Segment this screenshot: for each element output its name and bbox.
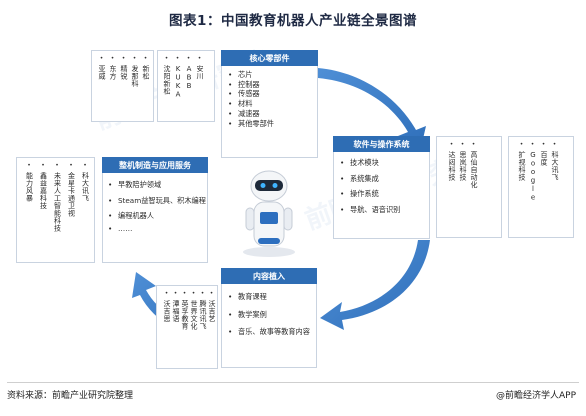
company-name: 达闼科技 xyxy=(448,151,456,181)
company-name: 科大讯飞 xyxy=(81,172,90,202)
robot-illustration xyxy=(243,170,295,257)
core-components-list: •芯片 •控制器 •传感器 •材料 •减速器 •其他零部件 xyxy=(228,70,316,128)
list-item: •控制器 xyxy=(228,79,260,89)
company-name: 发那科 xyxy=(131,65,139,88)
software-companies-2: •扩视科技 •Google •百度 •科大讯飞 xyxy=(518,141,559,203)
core-components-box xyxy=(221,50,318,158)
company-name: 未来人工智能科技 xyxy=(53,172,62,232)
software-box xyxy=(333,136,430,239)
list-item: •导航、语音识别 xyxy=(340,205,401,215)
company-name: 科大讯飞 xyxy=(551,151,559,181)
list-item: •音乐、故事等教育内容 xyxy=(228,327,310,337)
company-name: 扩视科技 xyxy=(518,151,526,181)
source-note: 资料来源：前瞻产业研究院整理 xyxy=(7,391,134,401)
core-companies-box-1 xyxy=(91,50,154,122)
arrow-bottom-right xyxy=(320,240,430,330)
list-item: •材料 xyxy=(228,99,253,109)
software-companies-box-1 xyxy=(436,136,502,238)
content-list: •教育课程 •教学案例 •音乐、故事等教育内容 xyxy=(228,292,316,337)
company-name: 世界文化 xyxy=(190,300,198,330)
list-item: •芯片 xyxy=(228,70,253,79)
manufacture-list: •早教陪护领域 •Steam益智玩具、积木编程 •编程机器人 •…… xyxy=(108,180,206,234)
manufacture-header: 整机制造与应用服务 xyxy=(102,157,208,173)
list-item: •系统集成 xyxy=(340,173,379,183)
company-name: 百度 xyxy=(540,151,548,166)
company-name: 鑫益嘉科技 xyxy=(39,172,48,210)
company-name: 高仙自动化 xyxy=(470,151,478,189)
list-item: •Steam益智玩具、积木编程 xyxy=(108,195,206,205)
company-name: 腾讯讯飞 xyxy=(199,300,207,330)
list-item: •技术模块 xyxy=(340,158,379,167)
list-item: •减速器 xyxy=(228,108,260,118)
company-name: 潭福语 xyxy=(172,300,180,323)
company-name: 能力风暴 xyxy=(25,172,34,202)
company-name: 新松 xyxy=(142,65,150,80)
footer-divider xyxy=(7,382,579,383)
page-title: 图表1：中国教育机器人产业链全景图谱 xyxy=(169,13,417,29)
company-name: Google xyxy=(529,151,537,202)
content-companies: •沃吉思 •潭福语 •英孚教育 •世界文化 •腾讯讯飞 •沃吉艺 xyxy=(163,290,216,331)
list-item: •传感器 xyxy=(228,89,260,99)
company-name: ABB xyxy=(185,65,193,91)
core-companies-1: •亚威 •东方 •精锐 •发那科 •新松 xyxy=(98,55,150,88)
company-name: 安川 xyxy=(196,65,204,80)
list-item: •早教陪护领域 xyxy=(108,180,162,189)
company-name: 亚威 xyxy=(98,65,106,80)
manufacture-companies: •能力风暴 •鑫益嘉科技 •未来人工智能科技 •金星卡通卫视 •科大讯飞 xyxy=(25,162,90,233)
company-name: 思岚科技 xyxy=(459,151,467,181)
company-name: 东方 xyxy=(109,65,117,80)
list-item: •教育课程 xyxy=(228,292,267,301)
list-item: •编程机器人 xyxy=(108,211,154,221)
company-name: 沃吉思 xyxy=(163,300,171,323)
company-name: 精锐 xyxy=(120,65,128,80)
brand-text: @前瞻经济学人APP xyxy=(495,391,576,401)
list-item: •操作系统 xyxy=(340,189,379,199)
software-header: 软件与操作系统 xyxy=(333,136,430,152)
software-companies-box-2 xyxy=(508,136,574,238)
content-header: 内容植入 xyxy=(221,268,317,284)
manufacture-box xyxy=(102,157,208,263)
manufacture-companies-box xyxy=(16,157,95,263)
core-companies-2: •沈阳新松 •KUKA •ABB •安川 xyxy=(163,55,204,100)
list-item: •…… xyxy=(108,224,133,234)
content-box xyxy=(221,268,317,368)
company-name: 金星卡通卫视 xyxy=(67,172,76,217)
company-name: 沃吉艺 xyxy=(208,300,216,323)
core-components-header: 核心零部件 xyxy=(221,50,318,66)
company-name: 英孚教育 xyxy=(181,300,189,330)
company-name: KUKA xyxy=(174,65,182,99)
list-item: •其他零部件 xyxy=(228,118,274,128)
brand-credit: @前瞻经济学人APP xyxy=(496,388,576,401)
core-companies-box-2 xyxy=(157,50,215,122)
company-name: 沈阳新松 xyxy=(163,65,171,95)
software-companies-1: •达闼科技 •思岚科技 •高仙自动化 xyxy=(448,141,478,189)
content-companies-box xyxy=(156,285,218,369)
software-list: •技术模块 •系统集成 •操作系统 •导航、语音识别 xyxy=(340,158,428,215)
list-item: •教学案例 xyxy=(228,309,267,319)
